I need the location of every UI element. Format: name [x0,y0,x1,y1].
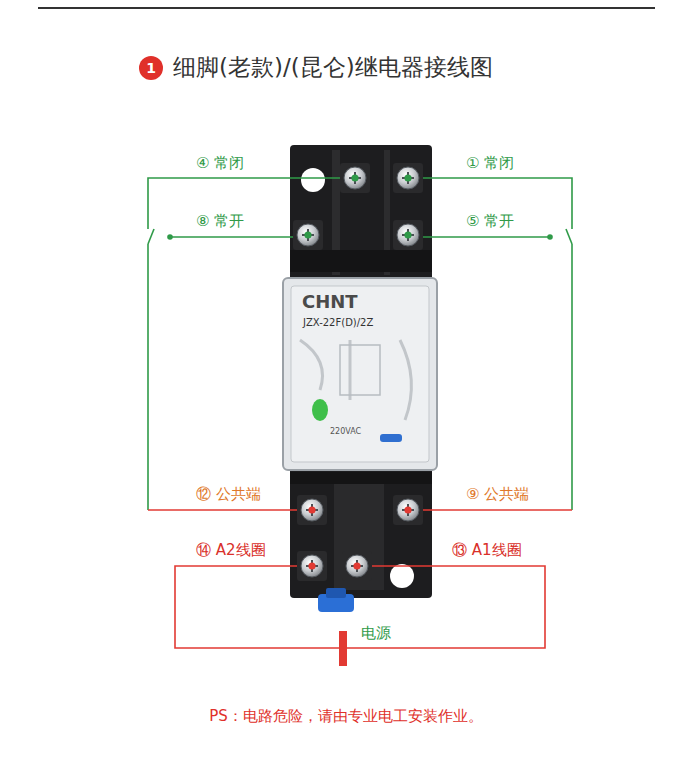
terminal-screw [402,504,414,516]
wire [148,178,355,229]
wire [148,178,572,648]
relay-cover [283,278,437,470]
terminal-screw [293,163,423,581]
terminal-screw [306,504,318,516]
terminal-screw [393,495,423,525]
terminal-screw [297,551,327,581]
power-label: 电源 [361,624,391,642]
terminal-screw [397,224,419,246]
terminal-screw [344,167,366,189]
terminal-screw [351,174,358,181]
terminal-screw [393,220,423,250]
terminal-screw [397,499,419,521]
terminal-screw [404,506,411,513]
relay-cover [380,434,402,442]
wire [571,244,573,510]
wire [566,229,572,244]
wire [148,509,312,511]
terminal-label: ① 常闭 [466,154,514,172]
terminal-screw [297,224,319,246]
terminal-screw [402,229,414,241]
warning-caption: PS：电路危险，请由专业电工安装作业。 [209,707,483,725]
terminal-screw [308,562,315,569]
terminal-screw [349,172,361,184]
relay-base [334,478,384,590]
relay-cover [312,399,328,421]
terminal-screw [393,163,423,193]
wire [408,509,572,511]
terminal-label: ⑨ 公共端 [466,485,529,503]
relay-base [290,145,432,598]
step-number: 1 [146,60,156,77]
terminal-screw [301,555,323,577]
relay-base [290,472,432,484]
relay-cover [291,286,429,462]
relay-base [290,145,432,612]
terminal-screw [342,551,372,581]
terminal-screw [293,220,323,250]
terminal-screw [304,231,311,238]
top-rule [38,7,655,9]
wire [172,236,308,238]
terminal-label: ⑭ A2线圈 [196,541,266,559]
terminal-label: ⑫ 公共端 [196,485,261,503]
brand-mark: CHNT [302,291,358,313]
relay-cover [300,340,411,420]
relay-base [326,588,346,598]
terminal-screw [397,167,419,189]
terminal-screw [308,506,315,513]
terminal-screw [297,551,327,581]
relay-base [301,168,325,192]
terminal-screw [340,163,370,193]
terminal-screw [342,551,372,581]
terminal-screw [402,172,414,184]
model-number: JZX-22F(D)/2Z [303,317,373,329]
step-badge [139,56,163,80]
terminal-screw [293,220,323,250]
terminal-screw [404,231,411,238]
terminal-screw [351,560,363,572]
terminal-screw [393,163,423,193]
rating-text: 220VAC [330,427,361,437]
switch-contact [547,234,553,240]
terminal-screw [393,495,423,525]
terminal-label: ⑤ 常开 [466,212,514,230]
terminal-screw [297,495,327,525]
diagram-title: 细脚(老款)/(昆仑)继电器接线图 [173,54,493,82]
wire [408,178,572,229]
terminal-screw [393,220,423,250]
wire [147,244,149,510]
relay-base [390,564,414,588]
wire [148,229,154,244]
wire [408,236,548,238]
terminal-screw [301,499,323,521]
terminal-screw [340,163,370,193]
relay-cover [340,345,380,395]
terminal-screw [404,174,411,181]
terminal-screw [306,560,318,572]
terminal-label: ⑬ A1线圈 [452,541,522,559]
terminal-screw [297,495,327,525]
terminal-label: ④ 常闭 [196,154,244,172]
terminal-screw [346,555,368,577]
switch-contact [167,234,173,240]
terminal-screw [353,562,360,569]
relay-cover [283,278,437,470]
terminal-screw [302,229,314,241]
relay-base [290,250,432,272]
power-symbol [339,631,347,666]
terminal-label: ⑧ 常开 [196,212,244,230]
